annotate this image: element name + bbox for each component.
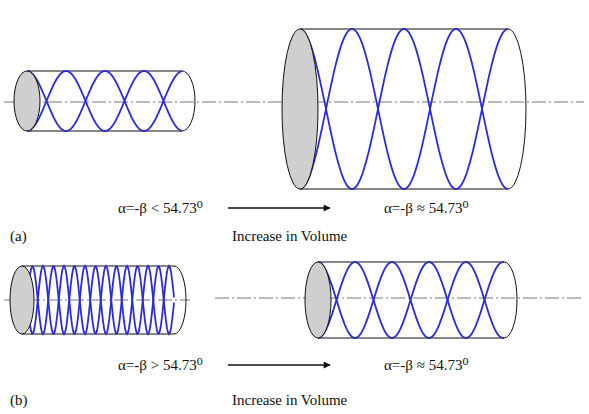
fiber-helix [22,266,174,334]
cylinder [14,71,195,131]
cylinder [10,266,186,334]
transition-arrow [228,207,330,208]
cylinder [282,29,526,189]
angle-label: α=-β < 54.73⁰ [118,200,203,217]
angle-label: α=-β ≈ 54.73⁰ [384,200,468,217]
fiber-helix [27,71,182,131]
fiber-helix [318,262,504,338]
fiber-helix [300,29,508,189]
end-face [305,262,331,338]
caption-text: Increase in Volume [232,392,347,409]
caption-text: Increase in Volume [232,228,347,245]
transition-arrow [228,364,330,365]
cylinder-axis [215,298,584,299]
fiber-helix [300,29,508,189]
fiber-helix [318,262,504,338]
end-face [282,29,318,189]
panel-label: (b) [10,392,28,409]
panel-label: (a) [10,228,27,245]
fiber-helix [27,71,182,131]
end-face [10,266,34,334]
end-face [14,71,40,131]
angle-label: α=-β > 54.73⁰ [118,357,203,374]
cylinder [305,262,517,338]
angle-label: α=-β ≈ 54.73⁰ [384,357,468,374]
fiber-helix [22,266,174,334]
